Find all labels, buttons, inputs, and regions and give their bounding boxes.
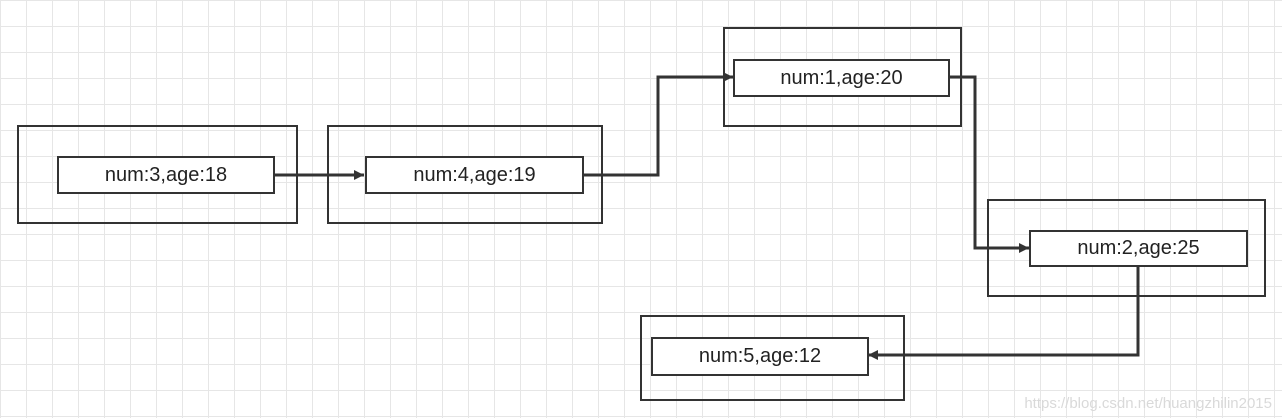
list-node: num:4,age:19 [365,156,584,194]
list-node: num:2,age:25 [1029,230,1248,267]
edge-n3-n4 [949,75,1029,253]
edge-n2-n3 [583,72,733,177]
node-container-5 [640,315,905,401]
edge-n4-n5 [868,266,1140,360]
list-node: num:5,age:12 [651,337,869,376]
list-node: num:3,age:18 [57,156,275,194]
list-node: num:1,age:20 [733,59,950,97]
watermark-text: https://blog.csdn.net/huangzhilin2015 [1024,395,1272,412]
